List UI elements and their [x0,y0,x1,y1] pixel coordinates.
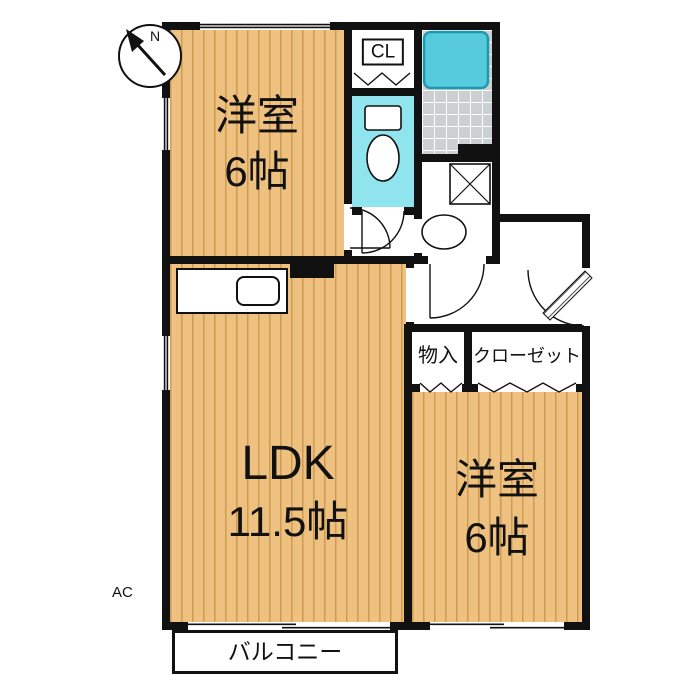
door-gap-closet [478,384,576,392]
wall-right [582,214,590,630]
bedroom1-name-label: 洋室 [214,92,300,139]
storage-label: 物入 [418,345,458,367]
door-arc-washroom [429,263,485,319]
door-gap-storage [420,384,462,392]
ac-label: AC [112,584,133,601]
north-label: N [150,28,160,44]
wall-entry-step [492,214,590,222]
door-gap-toilet [362,207,404,215]
cl-label: CL [361,38,405,66]
north-arrow-icon [134,41,167,77]
ldk-name-label: LDK [241,437,335,490]
opening-hall-washroom [414,219,422,253]
ldk-size-label: 11.5帖 [227,498,349,545]
balcony-label: バルコニー [227,638,343,665]
window-gap-bedroom1-top [200,22,330,30]
window-gap-ldk-balcony [188,622,390,630]
window-gap-ldk-left [162,336,170,390]
opening-ldk-hall [406,268,414,322]
toilet-room [344,88,422,215]
closet-label: クローゼット [473,346,581,366]
balcony-area [172,630,398,674]
bathroom [414,22,500,162]
door-gap-washroom [428,256,486,264]
bedroom2-name-label: 洋室 [454,456,540,503]
bedroom1-size-label: 6帖 [224,148,290,195]
window-gap-bedroom1-left [162,98,170,150]
kitchen-sink [236,276,280,306]
washroom [414,154,500,264]
door-arc-toilet [361,210,405,254]
wall-pier-kitchen [290,258,334,278]
north-arrowhead-icon [126,29,144,52]
window-gap-bedroom2 [430,622,564,630]
bedroom2-size-label: 6帖 [464,514,530,561]
door-arc-entrance [527,269,585,327]
door-gap-bedroom1 [344,204,352,250]
bedroom2-room [404,384,590,630]
wall-pier-bath [458,144,500,162]
bedroom1-room [162,22,352,264]
door-gap-entrance [582,268,590,326]
cl-label-box: CL [361,38,405,66]
